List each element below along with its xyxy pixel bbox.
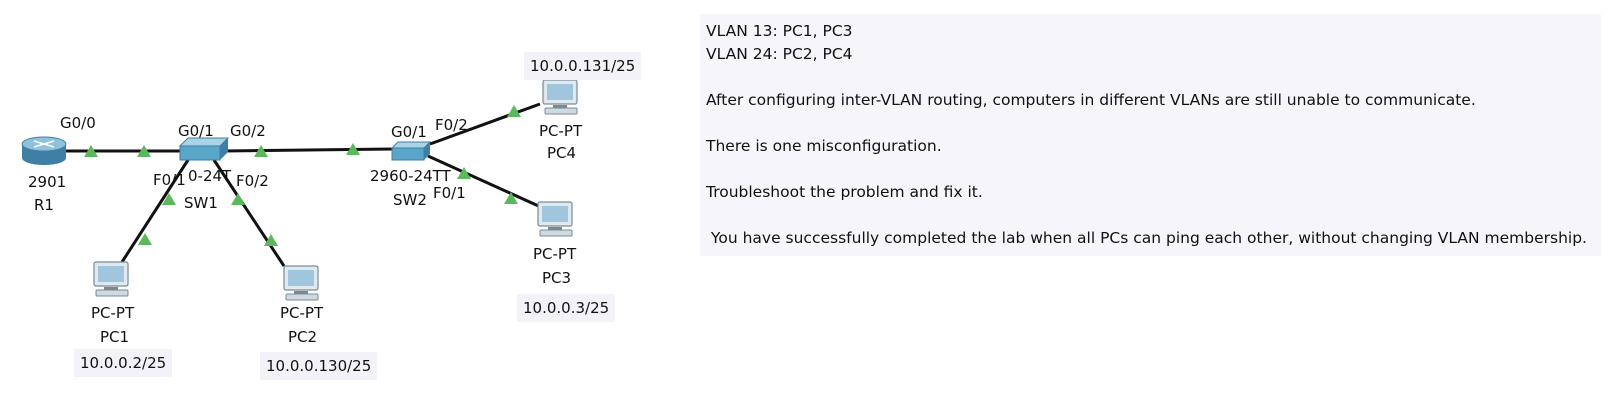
device-type-pc4: PC-PT (539, 122, 583, 140)
ip-label-pc1: 10.0.0.2/25 (74, 349, 173, 377)
device-model-sw1: 0-24T (188, 167, 232, 185)
device-name-pc1: PC1 (100, 328, 130, 346)
vlan24-text: VLAN 24: PC2, PC4 (706, 45, 853, 63)
link-status-up (231, 193, 245, 205)
link-status-up (138, 233, 152, 245)
pc-icon[interactable] (537, 201, 573, 237)
device-name-sw1: SW1 (184, 194, 218, 212)
link-status-up (346, 143, 360, 155)
pc-icon[interactable] (93, 261, 129, 297)
link-status-up (254, 145, 268, 157)
device-name-pc2: PC2 (288, 328, 318, 346)
link-status-up (137, 145, 151, 157)
instruction-note: VLAN 13: PC1, PC3 VLAN 24: PC2, PC4 Afte… (700, 14, 1601, 256)
device-name-r1: R1 (34, 196, 54, 214)
pc-icon[interactable] (283, 265, 319, 301)
device-name-pc3: PC3 (542, 269, 572, 287)
router-icon[interactable] (21, 136, 67, 165)
pc-icon[interactable] (542, 79, 578, 115)
link-sw2-pc3[interactable] (427, 154, 544, 210)
device-type-pc3: PC-PT (533, 245, 577, 263)
switch-icon[interactable] (390, 141, 432, 161)
port-label-sw1-f02: F0/2 (236, 172, 269, 190)
ip-label-pc4: 10.0.0.131/25 (524, 52, 642, 80)
device-type-pc2: PC-PT (280, 304, 324, 322)
link-status-up (162, 193, 176, 205)
port-label-sw2-f01: F0/1 (433, 184, 466, 202)
link-status-up (264, 234, 278, 246)
port-label-sw2-g01: G0/1 (391, 123, 427, 141)
device-model-r1: 2901 (28, 173, 67, 191)
misconfig-text: There is one misconfiguration. (706, 137, 942, 155)
port-label-sw2-f02: F0/2 (435, 116, 468, 134)
port-label-r1-g00: G0/0 (60, 114, 96, 132)
device-type-pc1: PC-PT (91, 304, 135, 322)
link-sw2-pc4[interactable] (429, 102, 541, 146)
port-label-sw1-g01: G0/1 (178, 122, 214, 140)
link-status-up (84, 145, 98, 157)
problem-text: After configuring inter-VLAN routing, co… (706, 91, 1476, 109)
vlan13-text: VLAN 13: PC1, PC3 (706, 22, 853, 40)
ip-label-pc3: 10.0.0.3/25 (517, 294, 616, 322)
link-status-up (504, 192, 518, 204)
device-name-pc4: PC4 (547, 144, 577, 162)
ip-label-pc2: 10.0.0.130/25 (260, 352, 378, 380)
success-text: You have successfully completed the lab … (706, 229, 1587, 247)
link-sw1-pc1[interactable] (120, 159, 190, 263)
port-label-sw1-g02: G0/2 (230, 122, 266, 140)
device-model-sw2: 2960-24TT (370, 167, 451, 185)
link-status-up (507, 105, 521, 117)
link-sw1-pc2[interactable] (212, 159, 286, 267)
task-text: Troubleshoot the problem and fix it. (706, 183, 983, 201)
device-name-sw2: SW2 (393, 191, 427, 209)
link-sw1-sw2[interactable] (223, 147, 395, 153)
port-label-sw1-f01: F0/1 (153, 171, 186, 189)
switch-icon[interactable] (178, 137, 230, 161)
link-status-up (457, 167, 471, 179)
